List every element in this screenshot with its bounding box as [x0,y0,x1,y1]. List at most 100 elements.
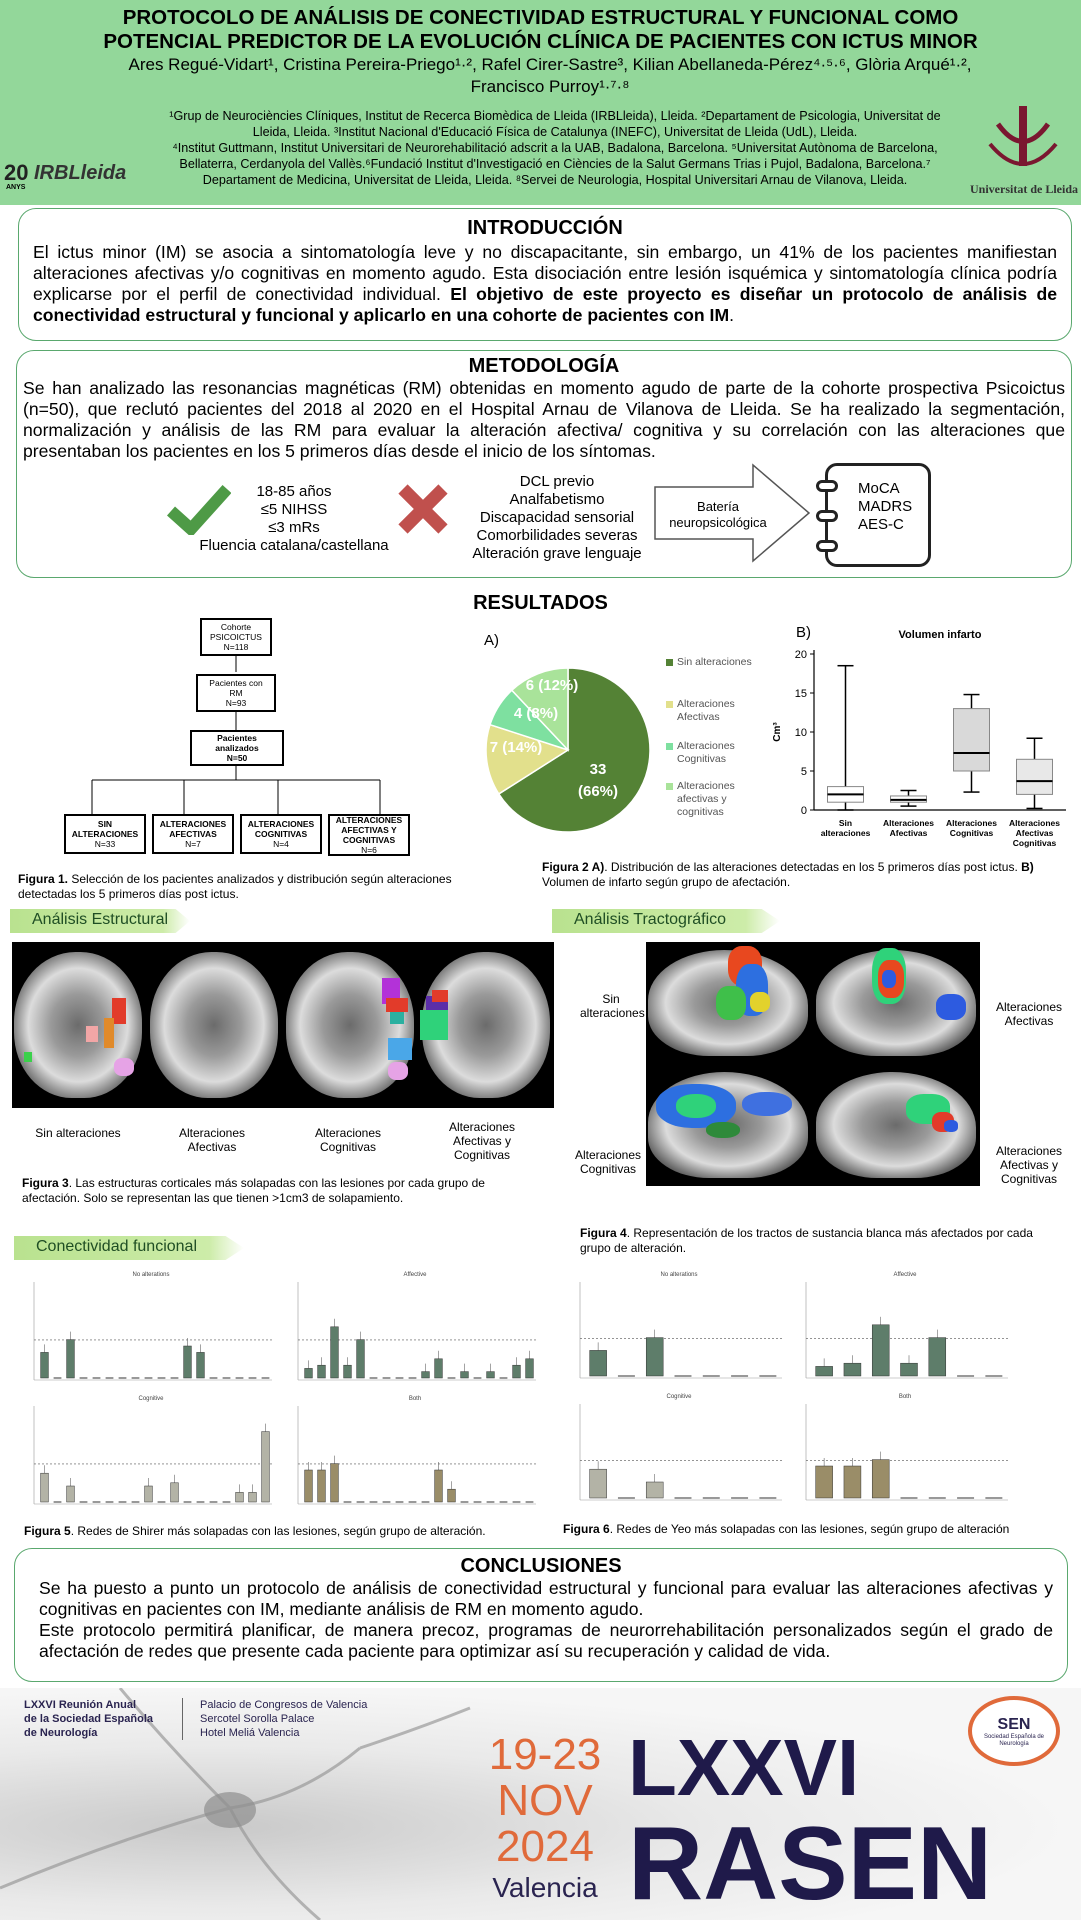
panel-title: Affective [404,1272,428,1278]
affiliation-line: Lleida, Lleida. ³Institut Nacional d'Edu… [252,125,858,139]
panel-title: Both [899,1394,911,1400]
box-iqr [1016,758,1053,795]
network-box [304,1469,313,1503]
network-box [589,1350,607,1377]
intro-text: El ictus minor (IM) se asocia a sintomat… [33,242,1057,325]
structural-brain-images [12,942,554,1108]
network-box [843,1465,862,1499]
legend-label: Alteraciones afectivas y cognitivas [677,780,735,818]
y-tick-label: 20 [795,649,807,661]
cross-icon [398,484,448,534]
tract-label: Sin alteraciones [580,992,645,1020]
network-box [815,1366,833,1377]
authors-line-1: Ares Regué-Vidart¹, Cristina Pereira-Pri… [128,55,972,74]
sen-logo: SEN Sociedad Española de Neurología [968,1696,1060,1766]
irblleida-logo: 20 ANYS IRBLleida [4,160,127,191]
checkmark-icon [167,484,231,535]
x-tick-label: Afectivas [1016,828,1054,838]
network-box [343,1364,352,1379]
pie-slice [485,723,570,795]
legend-label: Alteraciones Afectivas [677,698,735,723]
methods-title: METODOLOGÍA [468,355,620,377]
network-box [589,1468,607,1499]
intro-title: INTRODUCCIÓN [467,217,623,239]
network-box [928,1337,947,1377]
brain-slice [14,952,142,1098]
panel-b-label: B) [796,624,811,641]
network-box [434,1469,443,1503]
network-box [645,1481,664,1499]
x-tick-label: alteraciones [821,828,871,838]
figure-6-caption: Figura 6. Redes de Yeo más solapadas con… [563,1522,1010,1536]
pie-slice [497,667,650,833]
affiliation-line: Departament de Medicina, Universitat de … [202,173,908,187]
ring-icon [816,480,838,492]
divider [182,1698,183,1740]
panel-title: Affective [894,1272,918,1278]
panel-title: No alterations [132,1272,169,1278]
figure-4-caption: Figura 4. Representación de los tractos … [580,1226,1033,1255]
title-line-1: PROTOCOLO DE ANÁLISIS DE CONECTIVIDAD ES… [122,6,959,29]
box-plot-title: Volumen infarto [899,629,982,641]
tractography-pill: Análisis Tractográfico [552,909,780,933]
figure-2-caption: Figura 2 A). Distribución de las alterac… [542,860,1034,889]
network-box [330,1326,339,1379]
network-box [317,1469,326,1503]
pie-data-label: (66%) [578,783,618,800]
y-tick-label: 10 [795,727,807,739]
title-line-2: POTENCIAL PREDICTOR DE LA EVOLUCIÓN CLÍN… [103,30,978,53]
neuron-graphic [0,1688,471,1920]
ring-icon [816,540,838,552]
panel-title: Both [409,1396,421,1402]
affiliation-line: ⁴Institut Guttmann, Institut Universitar… [172,141,938,155]
network-box [900,1362,918,1377]
x-tick-label: Alteraciones [946,818,997,828]
box-plot-chart: Volumen infarto05101520Cm³Sinalteracione… [772,629,1066,848]
conclusions-text-1: Se ha puesto a punto un protocolo de aná… [39,1578,1053,1619]
methods-text: Se han analizado las resonancias magnéti… [23,378,1065,461]
tract-label: Alteraciones Afectivas y Cognitivas [995,1144,1063,1186]
network-box [261,1431,270,1503]
figure-1-caption: Figura 1. Selección de los pacientes ana… [18,872,452,901]
network-box [183,1345,192,1379]
conclusions-title: CONCLUSIONES [460,1555,622,1577]
ring-icon [816,510,838,522]
network-box [144,1485,153,1503]
x-tick-label: Alteraciones [1009,818,1060,828]
tractography-images [646,942,980,1186]
y-tick-label: 0 [801,805,807,817]
network-box [871,1324,890,1377]
network-box [235,1492,244,1503]
tract-label: Alteraciones Cognitivas [574,1148,642,1176]
pie-data-label: 6 (12%) [526,677,579,694]
legend-swatch [666,659,673,666]
conclusions-box: CONCLUSIONES Se ha puesto a punto un pro… [14,1548,1068,1682]
legend-label: Sin alteraciones [677,656,752,668]
network-box [645,1337,664,1377]
pie-slice [510,667,569,752]
pie-data-label: 4 (8%) [514,705,558,722]
legend-swatch [666,783,673,790]
poster-header: PROTOCOLO DE ANÁLISIS DE CONECTIVIDAD ES… [0,0,1081,205]
x-tick-label: Cognitivas [1013,838,1057,848]
affiliation-line: Bellaterra, Cerdanyola del Vallès.⁶Funda… [179,157,931,171]
network-box [486,1371,495,1379]
flowchart-lines [91,656,381,814]
network-box [525,1358,534,1379]
panel-title: No alterations [660,1272,697,1278]
network-box [421,1371,430,1379]
network-box [170,1482,179,1503]
x-tick-label: Cognitivas [950,828,994,838]
x-tick-label: Alteraciones [883,818,934,828]
y-tick-label: 5 [801,766,807,778]
